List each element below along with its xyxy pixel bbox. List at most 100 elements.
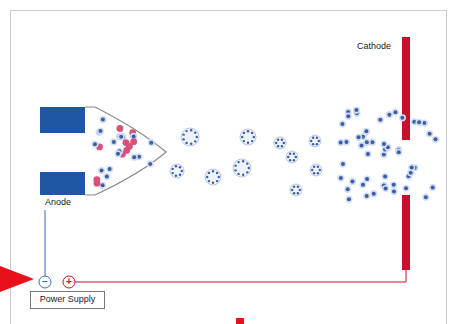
ion-halo <box>382 185 389 192</box>
surface-ion <box>190 129 192 131</box>
ion-halo <box>91 141 98 148</box>
charged-droplet <box>286 151 298 163</box>
negative-ion <box>94 180 101 187</box>
surface-ion <box>251 132 253 134</box>
surface-ion <box>247 130 249 132</box>
charged-droplet <box>309 135 321 147</box>
ion-halo <box>148 139 155 146</box>
surface-ion <box>237 173 239 175</box>
charged-droplet <box>170 164 184 178</box>
surface-ion <box>218 176 220 178</box>
surface-ion <box>175 174 177 176</box>
electrode-label: Anode <box>45 198 71 208</box>
ion-halo <box>402 185 409 192</box>
ion <box>392 190 396 194</box>
ion <box>108 167 112 171</box>
ion-halo <box>355 134 362 141</box>
ion <box>422 121 426 125</box>
ion <box>384 187 388 191</box>
ion <box>387 113 391 117</box>
ion <box>397 150 401 154</box>
surface-ion <box>185 142 187 144</box>
charged-droplet <box>310 164 322 176</box>
ion-halo <box>432 136 439 143</box>
surface-ion <box>281 145 283 147</box>
ion-halo <box>147 160 154 167</box>
ion <box>354 108 358 112</box>
surface-ion <box>317 172 319 174</box>
ion <box>365 177 369 181</box>
ion-halo <box>99 116 106 123</box>
ion-halo <box>114 150 121 157</box>
surface-ion <box>196 136 198 138</box>
ion <box>431 185 435 189</box>
surface-ion <box>194 131 196 133</box>
ion <box>409 171 413 175</box>
surface-ion <box>208 180 210 182</box>
surface-ion <box>242 160 244 162</box>
surface-ion <box>190 142 192 144</box>
ion-halo <box>97 127 104 134</box>
surface-ion <box>297 186 299 188</box>
pointer-arrow <box>0 266 34 292</box>
positive-terminal <box>63 276 75 288</box>
ion-halo <box>345 196 352 203</box>
ion <box>93 142 97 146</box>
surface-ion <box>243 140 245 142</box>
ion-halo <box>363 192 370 199</box>
ion <box>417 120 421 124</box>
anode-block <box>40 172 85 195</box>
surface-ion <box>312 137 314 139</box>
surface-ion <box>293 153 295 155</box>
ion <box>364 129 368 133</box>
ion-halo <box>349 178 356 185</box>
ion-halo <box>110 138 117 145</box>
surface-ion <box>171 168 173 170</box>
anode-block <box>40 107 85 133</box>
ion <box>346 187 350 191</box>
surface-ion <box>316 137 318 139</box>
ion-halo <box>380 140 387 147</box>
surface-ion <box>310 140 312 142</box>
ion <box>105 175 109 179</box>
ion-halo <box>344 186 351 193</box>
ion-halo <box>395 149 402 156</box>
surface-ion <box>194 140 196 142</box>
surface-ion <box>299 189 301 191</box>
surface-ion <box>287 156 289 158</box>
surface-ion <box>317 166 319 168</box>
ion-halo <box>426 130 433 137</box>
ion <box>116 152 120 156</box>
ion-halo <box>377 116 384 123</box>
surface-ion <box>289 159 291 161</box>
ion-halo <box>96 129 103 136</box>
ion-halo <box>422 194 429 201</box>
ion-halo <box>343 138 350 145</box>
box-label: Power Supply <box>40 295 96 305</box>
ion-halo <box>429 184 436 191</box>
surface-ion <box>295 156 297 158</box>
ion <box>360 143 364 147</box>
surface-ion <box>243 132 245 134</box>
ion <box>347 197 351 201</box>
surface-ion <box>293 192 295 194</box>
surface-ion <box>182 133 184 135</box>
ion-halo <box>337 174 344 181</box>
surface-ion <box>275 142 277 144</box>
frame <box>11 11 447 324</box>
ion-halo <box>390 181 397 188</box>
charged-droplet <box>240 129 256 145</box>
ion-halo <box>399 114 406 121</box>
ion <box>382 153 386 157</box>
ion <box>341 162 345 166</box>
negative-wire <box>45 210 46 276</box>
ion <box>372 192 376 196</box>
negative-ion <box>126 143 133 150</box>
ion-halo <box>415 119 422 126</box>
surface-ion <box>313 172 315 174</box>
ion <box>400 116 404 120</box>
ion <box>392 183 396 187</box>
ion <box>357 135 361 139</box>
ion <box>100 168 104 172</box>
surface-ion <box>246 171 248 173</box>
